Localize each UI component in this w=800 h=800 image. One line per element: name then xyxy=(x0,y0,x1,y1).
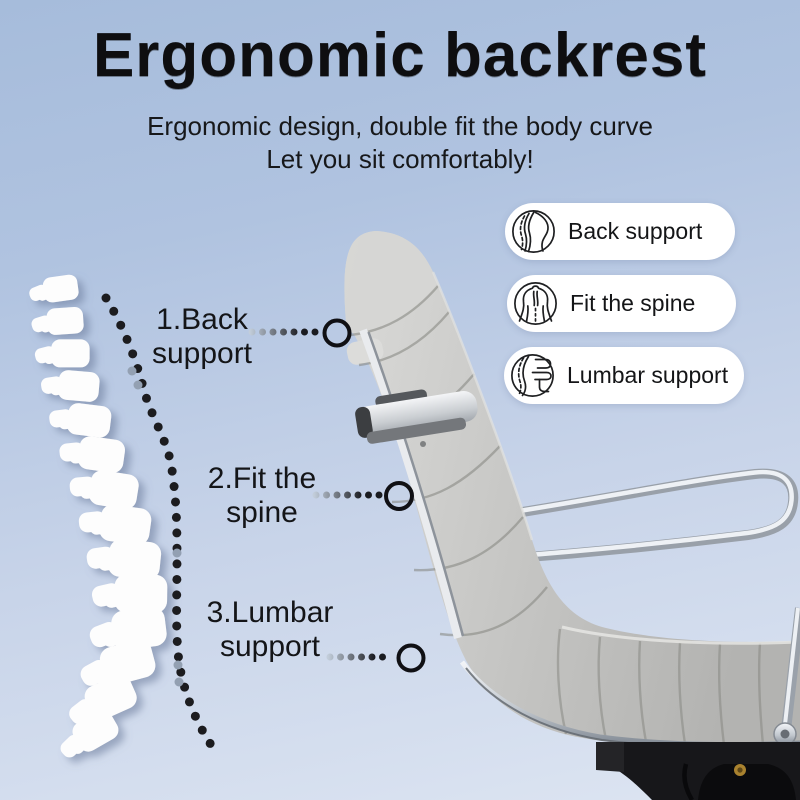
chair-illustration xyxy=(344,231,800,800)
feature-pill-back-support: Back support xyxy=(505,203,735,260)
chair-base-mechanism xyxy=(596,742,800,800)
callout-marker-2 xyxy=(384,481,414,511)
backrest-rail xyxy=(359,328,465,640)
armrest-pad xyxy=(355,389,478,444)
subtitle-line-2: Let you sit comfortably! xyxy=(266,144,534,175)
armrest-tube xyxy=(444,468,799,568)
callout-label-lumbar-support: 3.Lumbar support xyxy=(206,596,334,663)
subtitle-line-1: Ergonomic design, double fit the body cu… xyxy=(147,111,653,141)
callout-label-back-support: 1.Back support xyxy=(151,303,253,370)
feature-pill-label: Fit the spine xyxy=(570,290,696,316)
lumbar-support-icon xyxy=(509,352,556,399)
feature-pill-label: Back support xyxy=(568,218,703,244)
callout-marker-3 xyxy=(396,643,426,673)
feature-pill-label: Lumbar support xyxy=(567,362,729,388)
page-subtitle: Ergonomic design, double fit the body cu… xyxy=(0,110,800,177)
spine-dotted-curve xyxy=(101,293,221,757)
callout-label-fit-the-spine: 2.Fit the spine xyxy=(207,462,317,529)
feature-pill-lumbar-support: Lumbar support xyxy=(504,347,744,404)
callout-marker-1 xyxy=(322,318,352,348)
back-support-icon xyxy=(510,208,557,255)
feature-pill-fit-the-spine: Fit the spine xyxy=(507,275,736,332)
callout-leaders xyxy=(248,318,426,673)
page-title: Ergonomic backrest xyxy=(92,21,708,90)
rear-support-tube xyxy=(773,607,800,746)
fit-the-spine-icon xyxy=(512,280,559,327)
